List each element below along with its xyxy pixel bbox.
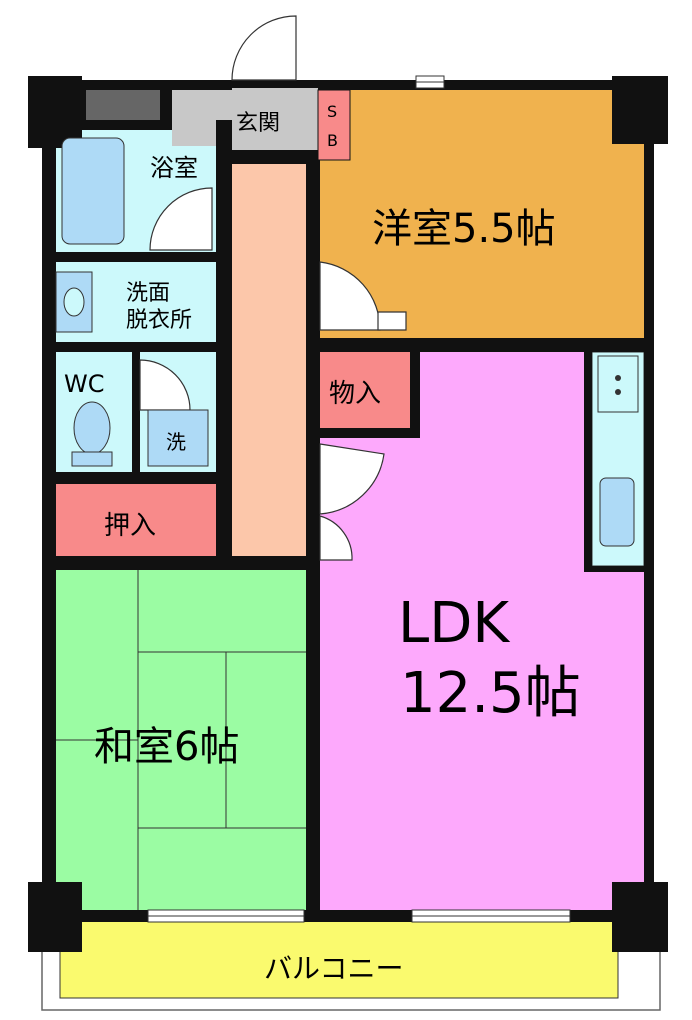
western-room-label: 洋室5.5帖 bbox=[372, 206, 556, 252]
washer-label: 洗 bbox=[166, 430, 186, 454]
shoebox-box bbox=[317, 89, 351, 161]
shoebox-label: B bbox=[327, 131, 338, 150]
balcony-label: バルコニー bbox=[264, 952, 403, 985]
sink bbox=[599, 477, 635, 547]
basin-bowl bbox=[63, 287, 85, 317]
storage-label: 物入 bbox=[329, 379, 381, 409]
bath-label: 浴室 bbox=[150, 154, 198, 182]
burner-icon bbox=[615, 389, 621, 395]
wc-door bbox=[139, 359, 191, 411]
shoebox-label: S bbox=[327, 102, 337, 121]
japanese-room-label: 和室6帖 bbox=[94, 724, 239, 770]
entrance-dark-step bbox=[86, 90, 160, 120]
entrance-opening bbox=[232, 88, 318, 150]
tatami-lines bbox=[56, 570, 306, 910]
storage-closet bbox=[320, 352, 410, 430]
burner-icon bbox=[615, 375, 621, 381]
bath-door bbox=[149, 187, 213, 251]
washing-machine bbox=[147, 409, 209, 467]
front-door bbox=[231, 15, 297, 81]
washroom-label: 脱衣所 bbox=[126, 308, 192, 333]
western-room bbox=[320, 88, 644, 338]
stove bbox=[597, 355, 639, 413]
wc-label: WC bbox=[64, 370, 105, 398]
entrance-label: 玄関 bbox=[236, 111, 280, 136]
ldk-label: LDK bbox=[398, 591, 510, 656]
door-swings bbox=[139, 15, 407, 561]
toilet-bowl bbox=[73, 401, 111, 455]
ldk-size-label: 12.5帖 bbox=[400, 661, 581, 726]
columns bbox=[28, 76, 668, 952]
toilet-tank bbox=[71, 451, 113, 467]
closet-left bbox=[56, 484, 216, 556]
ldk-room bbox=[320, 352, 644, 910]
windows bbox=[147, 75, 571, 923]
hallway bbox=[232, 164, 306, 560]
ldk-door-lower bbox=[319, 515, 353, 561]
ldk-door bbox=[319, 443, 385, 515]
closet-label: 押入 bbox=[104, 511, 156, 541]
storage-door bbox=[377, 311, 407, 331]
washroom-label: 洗面 bbox=[126, 281, 170, 306]
bathtub bbox=[61, 137, 125, 245]
